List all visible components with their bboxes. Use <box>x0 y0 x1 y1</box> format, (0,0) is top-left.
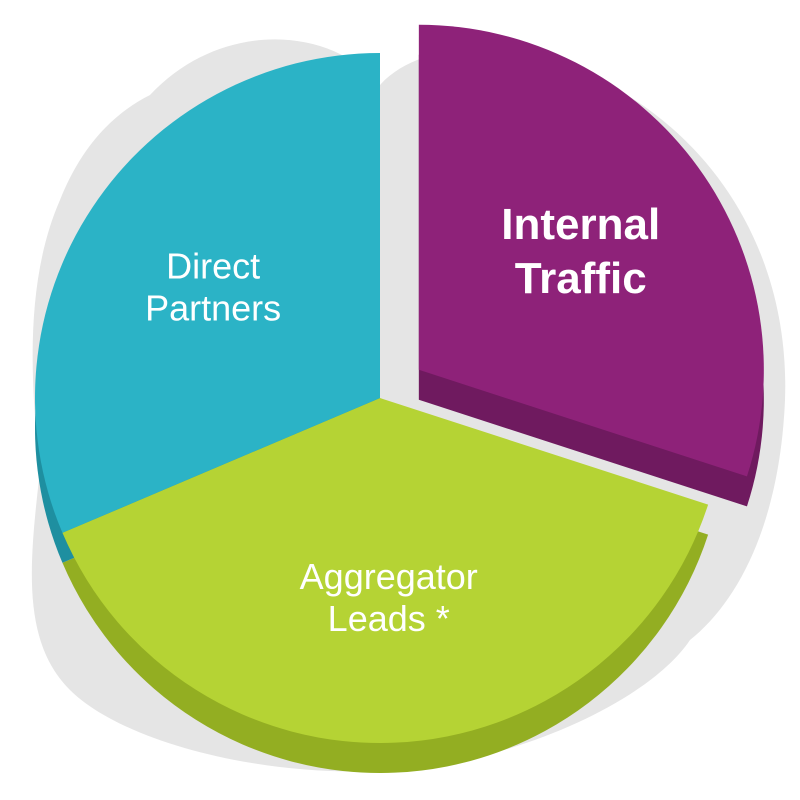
slice-label-line: Aggregator <box>300 556 478 597</box>
slice-label-line: Direct <box>166 246 260 287</box>
pie-slice-internal-traffic <box>418 24 764 477</box>
pie-slice-direct-partners <box>34 53 380 533</box>
slice-label-line: Leads * <box>328 598 450 639</box>
pie-slice-aggregator-leads <box>62 398 709 744</box>
slice-label-line: Partners <box>145 288 281 329</box>
slice-tops <box>34 24 764 744</box>
slice-label-line: Internal <box>501 200 660 249</box>
slice-label-line: Traffic <box>515 254 647 303</box>
